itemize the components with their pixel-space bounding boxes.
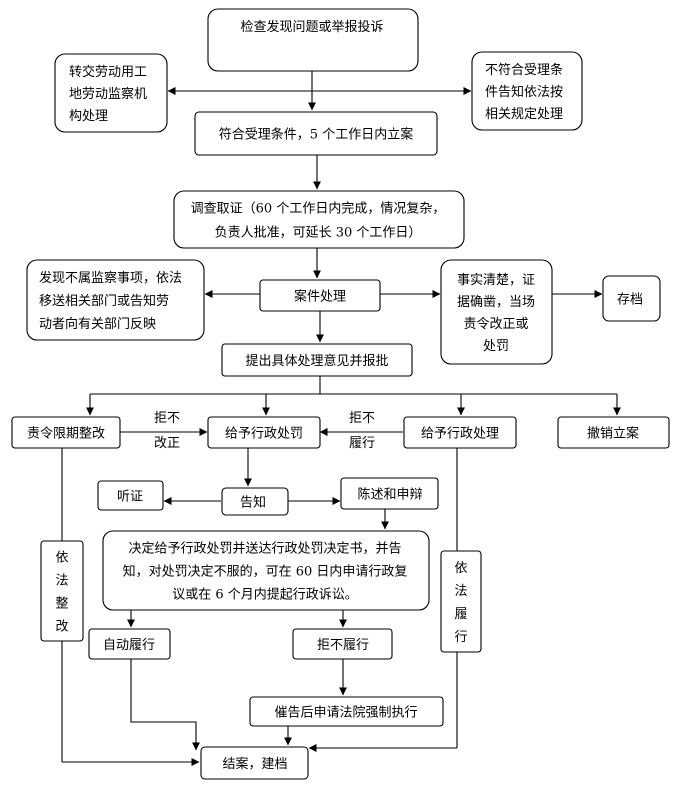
node-facts-clear: 事实清楚，证 据确凿，当场 责令改正或 处罚 — [440, 259, 553, 365]
node-line: 自动履行 — [103, 638, 155, 653]
node-notify: 告知 — [221, 487, 289, 516]
node-refuse-perform: 拒不履行 — [292, 628, 393, 660]
node-line: 法 — [454, 584, 467, 599]
node-line: 件告知依法按 — [485, 84, 563, 100]
node-line: 事实清楚，证 — [457, 273, 535, 288]
edge-label-line: 拒不 — [349, 411, 375, 426]
node-line: 移送相关部门或告知劳 — [39, 293, 169, 309]
node-line: 责令改正或 — [463, 317, 528, 332]
edge-label-line: 履行 — [349, 436, 375, 451]
node-line: 法 — [55, 574, 68, 589]
node-line: 决定给予行政处罚并送达行政处罚决定书，并告 — [128, 542, 401, 557]
node-decision: 决定给予行政处罚并送达行政处罚决定书，并告 知，对处罚决定不服的，可在 60 日… — [102, 530, 430, 611]
node-line: 整 — [55, 597, 68, 612]
node-refer: 发现不属监察事项，依法 移送相关部门或告知劳 动者向有关部门反映 — [26, 259, 205, 341]
node-line: 动者向有关部门反映 — [39, 316, 156, 332]
node-hearing: 听证 — [97, 480, 164, 511]
node-line: 案件处理 — [294, 290, 346, 305]
node-line: 给予行政处罚 — [225, 427, 303, 442]
node-line: 议或在 6 个月内提起行政诉讼。 — [172, 587, 358, 603]
node-archive: 存档 — [602, 275, 661, 322]
node-revoke-case: 撤销立案 — [557, 416, 670, 449]
node-line: 提出具体处理意见并报批 — [245, 353, 388, 369]
node-line: 催告后申请法院强制执行 — [274, 706, 417, 721]
node-line: 知，对处罚决定不服的，可在 60 日内申请行政复 — [123, 564, 408, 580]
node-line: 地劳动监察机 — [69, 86, 147, 102]
node-line: 行 — [454, 630, 467, 645]
node-line: 撤销立案 — [587, 426, 639, 442]
node-line: 拒不履行 — [317, 638, 369, 653]
node-line: 改 — [55, 620, 68, 635]
node-line: 责令限期整改 — [27, 427, 105, 442]
node-defense: 陈述和申辩 — [340, 477, 439, 510]
node-line: 陈述和申辩 — [357, 487, 422, 503]
edge-label-refuse-rectify: 拒不 改正 — [154, 411, 180, 451]
node-transfer: 转交劳动用工 地劳动监察机 构处理 — [54, 53, 168, 133]
node-line: 履 — [454, 607, 467, 622]
node-line: 给予行政处理 — [421, 427, 499, 442]
node-line: 听证 — [117, 490, 143, 505]
node-rectify-by-law: 依 法 整 改 — [40, 540, 84, 642]
node-court-enforcement: 催告后申请法院强制执行 — [249, 696, 444, 727]
edge-label-refuse-perform: 拒不 履行 — [349, 411, 375, 451]
node-order-rectify: 责令限期整改 — [11, 416, 121, 449]
node-line: 依 — [55, 551, 68, 566]
node-line: 符合受理条件，5 个工作日内立案 — [219, 127, 413, 143]
node-line: 依 — [454, 561, 467, 576]
node-line: 调查取证（60 个工作日内完成，情况复杂， — [191, 201, 446, 217]
node-line: 构处理 — [69, 109, 108, 124]
node-accept: 符合受理条件，5 个工作日内立案 — [194, 111, 438, 156]
node-line: 处罚 — [483, 339, 509, 354]
node-propose: 提出具体处理意见并报批 — [221, 343, 413, 377]
node-line: 结案，建档 — [222, 757, 287, 772]
node-case-handling: 案件处理 — [259, 279, 381, 312]
node-close-case: 结案，建档 — [200, 746, 309, 780]
connectors — [61, 71, 621, 766]
node-line: 据确凿，当场 — [457, 295, 535, 310]
node-admin-handling: 给予行政处理 — [403, 416, 517, 449]
node-investigate: 调查取证（60 个工作日内完成，情况复杂， 负责人批准，可延长 30 个工作日） — [173, 190, 465, 249]
node-line: 不符合受理条 — [485, 62, 563, 78]
edge-label-line: 改正 — [154, 436, 180, 451]
node-line: 相关规定处理 — [485, 107, 563, 122]
node-perform-by-law: 依 法 履 行 — [440, 550, 482, 653]
edge-label-line: 拒不 — [154, 411, 180, 426]
node-not-accept: 不符合受理条 件告知依法按 相关规定处理 — [471, 51, 583, 131]
node-line: 存档 — [617, 293, 643, 308]
node-line: 发现不属监察事项，依法 — [39, 270, 182, 286]
node-start: 检查发现问题或举报投诉 — [207, 8, 419, 72]
node-line: 负责人批准，可延长 30 个工作日） — [215, 226, 422, 241]
node-line: 检查发现问题或举报投诉 — [240, 19, 383, 35]
node-line: 告知 — [240, 495, 266, 511]
node-penalty: 给予行政处罚 — [207, 416, 321, 449]
node-line: 转交劳动用工 — [69, 64, 147, 80]
node-self-perform: 自动履行 — [88, 628, 171, 660]
